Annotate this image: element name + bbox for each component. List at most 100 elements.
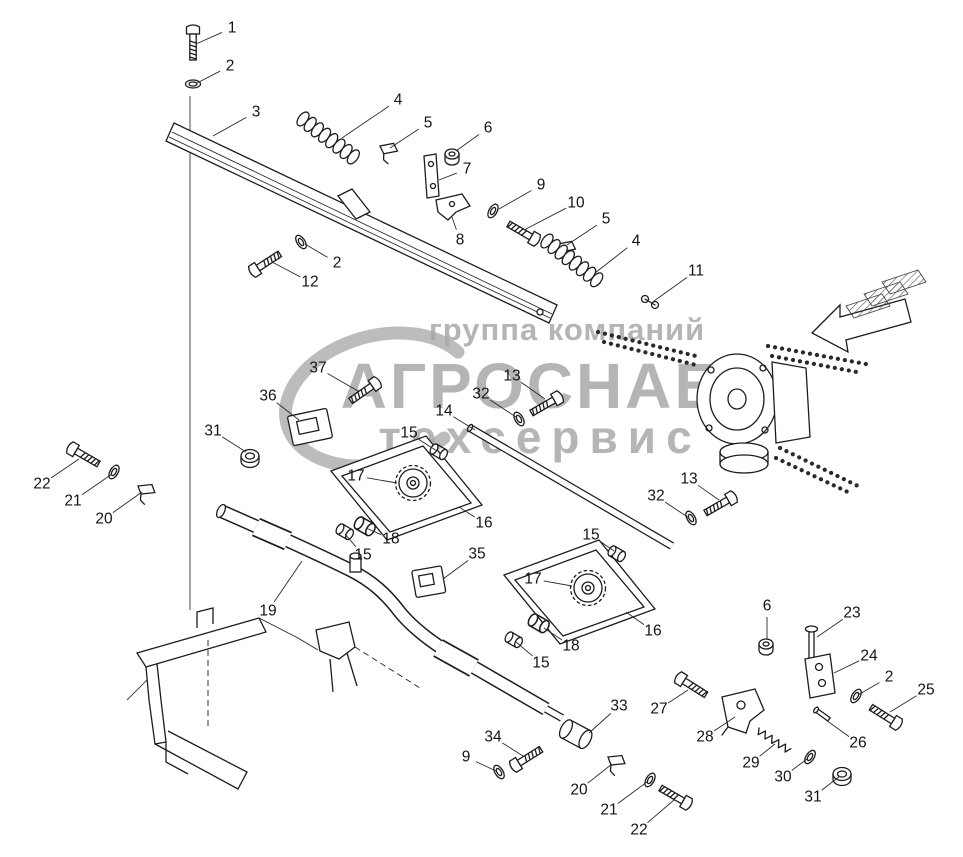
callout-leader-29 (759, 743, 776, 757)
callout-leader-15 (515, 641, 533, 657)
callout-leader-37 (327, 373, 359, 392)
callout-leader-6 (455, 134, 480, 152)
callout-leader-31 (222, 436, 247, 453)
callout-leader-33 (588, 713, 612, 734)
callout-leader-13 (697, 484, 720, 501)
callout-number-8: 8 (456, 232, 465, 249)
callout-leader-23 (816, 618, 844, 638)
part-23-pin (804, 625, 819, 665)
callout-number-17: 17 (347, 468, 364, 485)
part-25-bolt (866, 701, 905, 732)
callout-number-33: 33 (610, 698, 627, 715)
callout-leader-17 (543, 580, 573, 587)
callout-number-13: 13 (503, 368, 520, 385)
callout-number-3: 3 (252, 104, 261, 121)
callout-leader-19 (273, 560, 303, 603)
callout-number-5: 5 (602, 211, 611, 228)
part-2-washer (184, 79, 202, 89)
callout-number-31: 31 (204, 423, 221, 440)
callout-number-14: 14 (435, 403, 453, 420)
callout-number-16: 16 (475, 515, 492, 532)
part-35-holder (411, 565, 447, 598)
callout-leader-15 (599, 540, 615, 552)
part-20-clip (603, 751, 628, 778)
part-26-pin (812, 706, 832, 722)
callout-number-31: 31 (804, 789, 821, 806)
part-6-cap-nut (444, 148, 460, 166)
callout-leader-17 (366, 477, 398, 484)
callout-number-2: 2 (885, 669, 894, 686)
callout-leader-21 (81, 473, 113, 496)
callout-number-7: 7 (463, 161, 472, 178)
callout-leader-34 (502, 742, 524, 757)
callout-leader-32 (489, 399, 517, 418)
callout-number-36: 36 (259, 388, 276, 405)
callout-leader-1 (195, 32, 223, 45)
callout-number-6: 6 (484, 120, 493, 137)
callout-number-15: 15 (400, 425, 417, 442)
callout-leader-30 (791, 758, 808, 771)
callout-number-5: 5 (424, 115, 433, 132)
watermark: группа компаний АГРОСНАБ техсервис (279, 312, 720, 473)
part-4-chain (293, 109, 363, 167)
callout-number-26: 26 (849, 735, 866, 752)
callout-number-15: 15 (532, 655, 549, 672)
direction-arrow (810, 298, 912, 354)
callout-leader-3 (212, 116, 247, 137)
watermark-company-type: группа компаний (429, 312, 705, 347)
callout-leader-11 (653, 277, 688, 302)
part-24-bracket (804, 653, 836, 699)
part-19-drive-tube (215, 503, 564, 722)
diagram-art (64, 24, 927, 812)
part-21-washer (642, 770, 658, 790)
callout-number-22: 22 (33, 476, 50, 493)
callout-number-29: 29 (742, 755, 759, 772)
callout-number-12: 12 (301, 274, 318, 291)
callout-leader-2 (304, 243, 328, 258)
callout-number-28: 28 (696, 729, 713, 746)
part-33-bushing (558, 719, 593, 750)
callout-leader-20 (587, 763, 613, 784)
callout-number-18: 18 (562, 638, 579, 655)
mower-gearbox (696, 353, 811, 474)
part-11-link (640, 294, 660, 310)
callout-number-19: 19 (259, 603, 276, 620)
callout-leader-5 (389, 128, 420, 149)
part-21-washer (106, 462, 122, 482)
callout-number-23: 23 (843, 605, 860, 622)
callout-number-32: 32 (472, 386, 489, 403)
callout-leader-2 (196, 70, 221, 84)
part-36-holder (287, 407, 333, 447)
callout-leader-28 (713, 716, 736, 732)
callout-number-10: 10 (567, 195, 585, 212)
callout-leader-4 (341, 105, 390, 139)
part-9-washer (490, 762, 508, 782)
callout-number-9: 9 (462, 749, 471, 766)
callout-leader-15 (418, 438, 438, 452)
callout-leader-27 (667, 689, 689, 704)
part-9-washer (485, 201, 501, 221)
callout-leader-7 (438, 172, 457, 181)
callout-leader-2 (857, 682, 880, 696)
callout-number-25: 25 (917, 682, 934, 699)
callout-leader-9 (498, 190, 532, 210)
callout-number-21: 21 (64, 493, 81, 510)
callout-number-1: 1 (228, 20, 237, 37)
callout-leader-26 (825, 719, 850, 737)
part-31-nut (832, 766, 852, 787)
part-6-cap-nut (758, 638, 774, 656)
callout-leader-22 (50, 458, 80, 479)
callout-number-15: 15 (354, 547, 371, 564)
callout-number-32: 32 (647, 488, 664, 505)
part-13-bolt (701, 489, 740, 520)
callout-leader-31 (821, 775, 841, 791)
part-12-bolt (246, 247, 284, 280)
callout-number-4: 4 (632, 233, 641, 250)
callout-number-37: 37 (309, 360, 326, 377)
callout-number-17: 17 (524, 571, 541, 588)
callout-number-16: 16 (644, 623, 661, 640)
machine-frame (126, 607, 421, 790)
callout-number-20: 20 (570, 782, 588, 799)
